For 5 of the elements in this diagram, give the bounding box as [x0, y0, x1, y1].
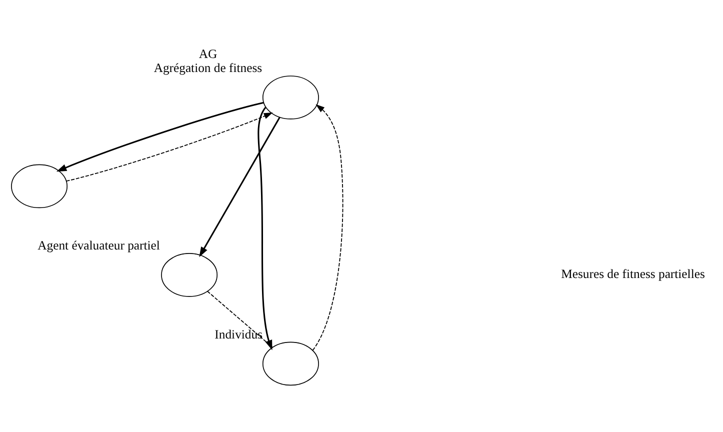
node-label: AG [198, 46, 218, 60]
node-label: Individus [214, 326, 263, 341]
label: Mesures de fitness partielles [561, 266, 705, 281]
node-label: Agent évaluateur partiel [38, 238, 160, 252]
node-label: Agrégation de fitness [154, 60, 262, 75]
